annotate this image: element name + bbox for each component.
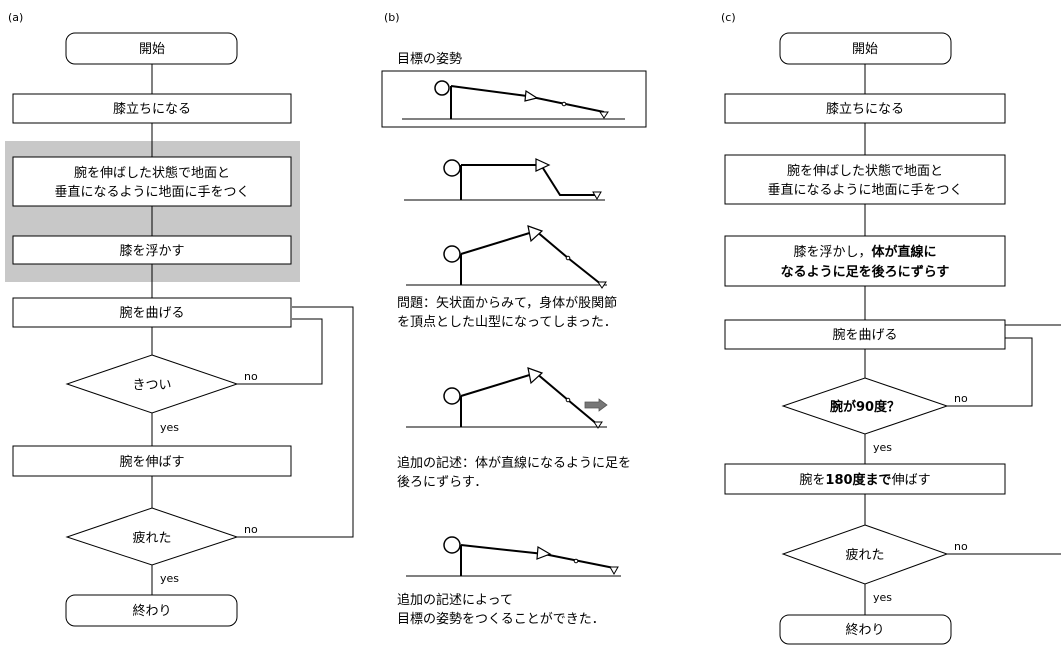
a-tired-label: 疲れた [132, 530, 171, 546]
b-shift-arrow-icon [584, 398, 608, 412]
a-start-label: 開始 [139, 42, 165, 57]
c-lift-knee-label-line1: 膝を浮かし，体が直線に [793, 244, 936, 260]
c-hands-label-line1: 腕を伸ばした状態で地面と [787, 163, 943, 179]
c-start-node [779, 32, 952, 65]
a-kneel-label: 膝立ちになる [113, 102, 191, 117]
a-hard-yes: yes [160, 421, 179, 434]
b-add-text-line2: 後ろにずらす． [397, 475, 487, 490]
c-angle-decision [781, 377, 949, 435]
c-tired-yes: yes [873, 591, 892, 604]
a-hands-label-line1: 腕を伸ばした状態で地面と [74, 165, 230, 181]
c-bend-arm-label: 腕を曲げる [832, 327, 897, 343]
b-add-text-line1: 追加の記述：体が直線になるように足を [397, 455, 631, 471]
panel-label-b: (b) [384, 11, 400, 24]
c-extend-box [724, 463, 1006, 495]
c-bend-arm-box [724, 319, 1006, 350]
c-end-label: 終わり [845, 622, 884, 638]
a-end-node [65, 594, 238, 627]
a-end-label: 終わり [132, 603, 171, 619]
a-hands-label-line2: 垂直になるように地面に手をつく [54, 185, 249, 200]
c-angle-label: 腕が90度？ [830, 399, 900, 415]
c-angle-yes: yes [873, 441, 892, 454]
b-problem-text-line1: 問題：矢状面からみて，身体が股関節 [397, 295, 617, 311]
c-start-label: 開始 [852, 42, 878, 57]
a-kneel-box [12, 93, 292, 124]
c-tired-label: 疲れた [845, 547, 884, 563]
b-problem-text-line2: を頂点とした山型になってしまった． [397, 315, 617, 330]
c-tired-decision [781, 524, 949, 585]
b-figure-problem [406, 225, 607, 289]
a-start-node [65, 32, 238, 65]
a-tired-yes: yes [160, 572, 179, 585]
a-extend-arm-box [12, 445, 292, 477]
a-hard-decision [65, 354, 239, 414]
b-figure-result [406, 536, 621, 577]
b-goal-frame [381, 70, 647, 128]
panel-label-a: (a) [8, 11, 23, 24]
b-figure-goal [402, 80, 625, 120]
b-figure-2 [404, 158, 605, 201]
c-extend-label: 腕を180度まで伸ばす [799, 472, 930, 488]
a-hands-box [12, 156, 292, 207]
b-result-text-line2: 目標の姿勢をつくることができた． [397, 611, 605, 627]
a-lift-knee-label: 膝を浮かす [119, 244, 184, 259]
c-kneel-label: 膝立ちになる [826, 102, 904, 117]
a-lift-knee-box [12, 235, 292, 265]
c-hands-label-line2: 垂直になるように地面に手をつく [767, 183, 962, 198]
a-hard-no: no [244, 370, 258, 383]
a-bend-arm-box [12, 297, 292, 328]
b-result-text-line1: 追加の記述によって [397, 592, 513, 608]
c-lift-knee-box [724, 235, 1006, 287]
b-goal-label: 目標の姿勢 [397, 51, 462, 67]
c-end-node [779, 614, 952, 645]
a-tired-decision [65, 507, 239, 566]
c-tired-no: no [954, 540, 968, 553]
c-lift-knee-label-line2: なるように足を後ろにずらす [781, 264, 950, 280]
c-angle-no: no [954, 392, 968, 405]
c-hands-box [724, 154, 1006, 205]
c-kneel-box [724, 93, 1006, 124]
a-hard-label: きつい [132, 378, 171, 393]
a-extend-arm-label: 腕を伸ばす [119, 454, 184, 470]
a-bend-arm-label: 腕を曲げる [119, 305, 184, 321]
panel-label-c: (c) [721, 11, 736, 24]
a-tired-no: no [244, 523, 258, 536]
b-figure-correction [406, 367, 608, 429]
